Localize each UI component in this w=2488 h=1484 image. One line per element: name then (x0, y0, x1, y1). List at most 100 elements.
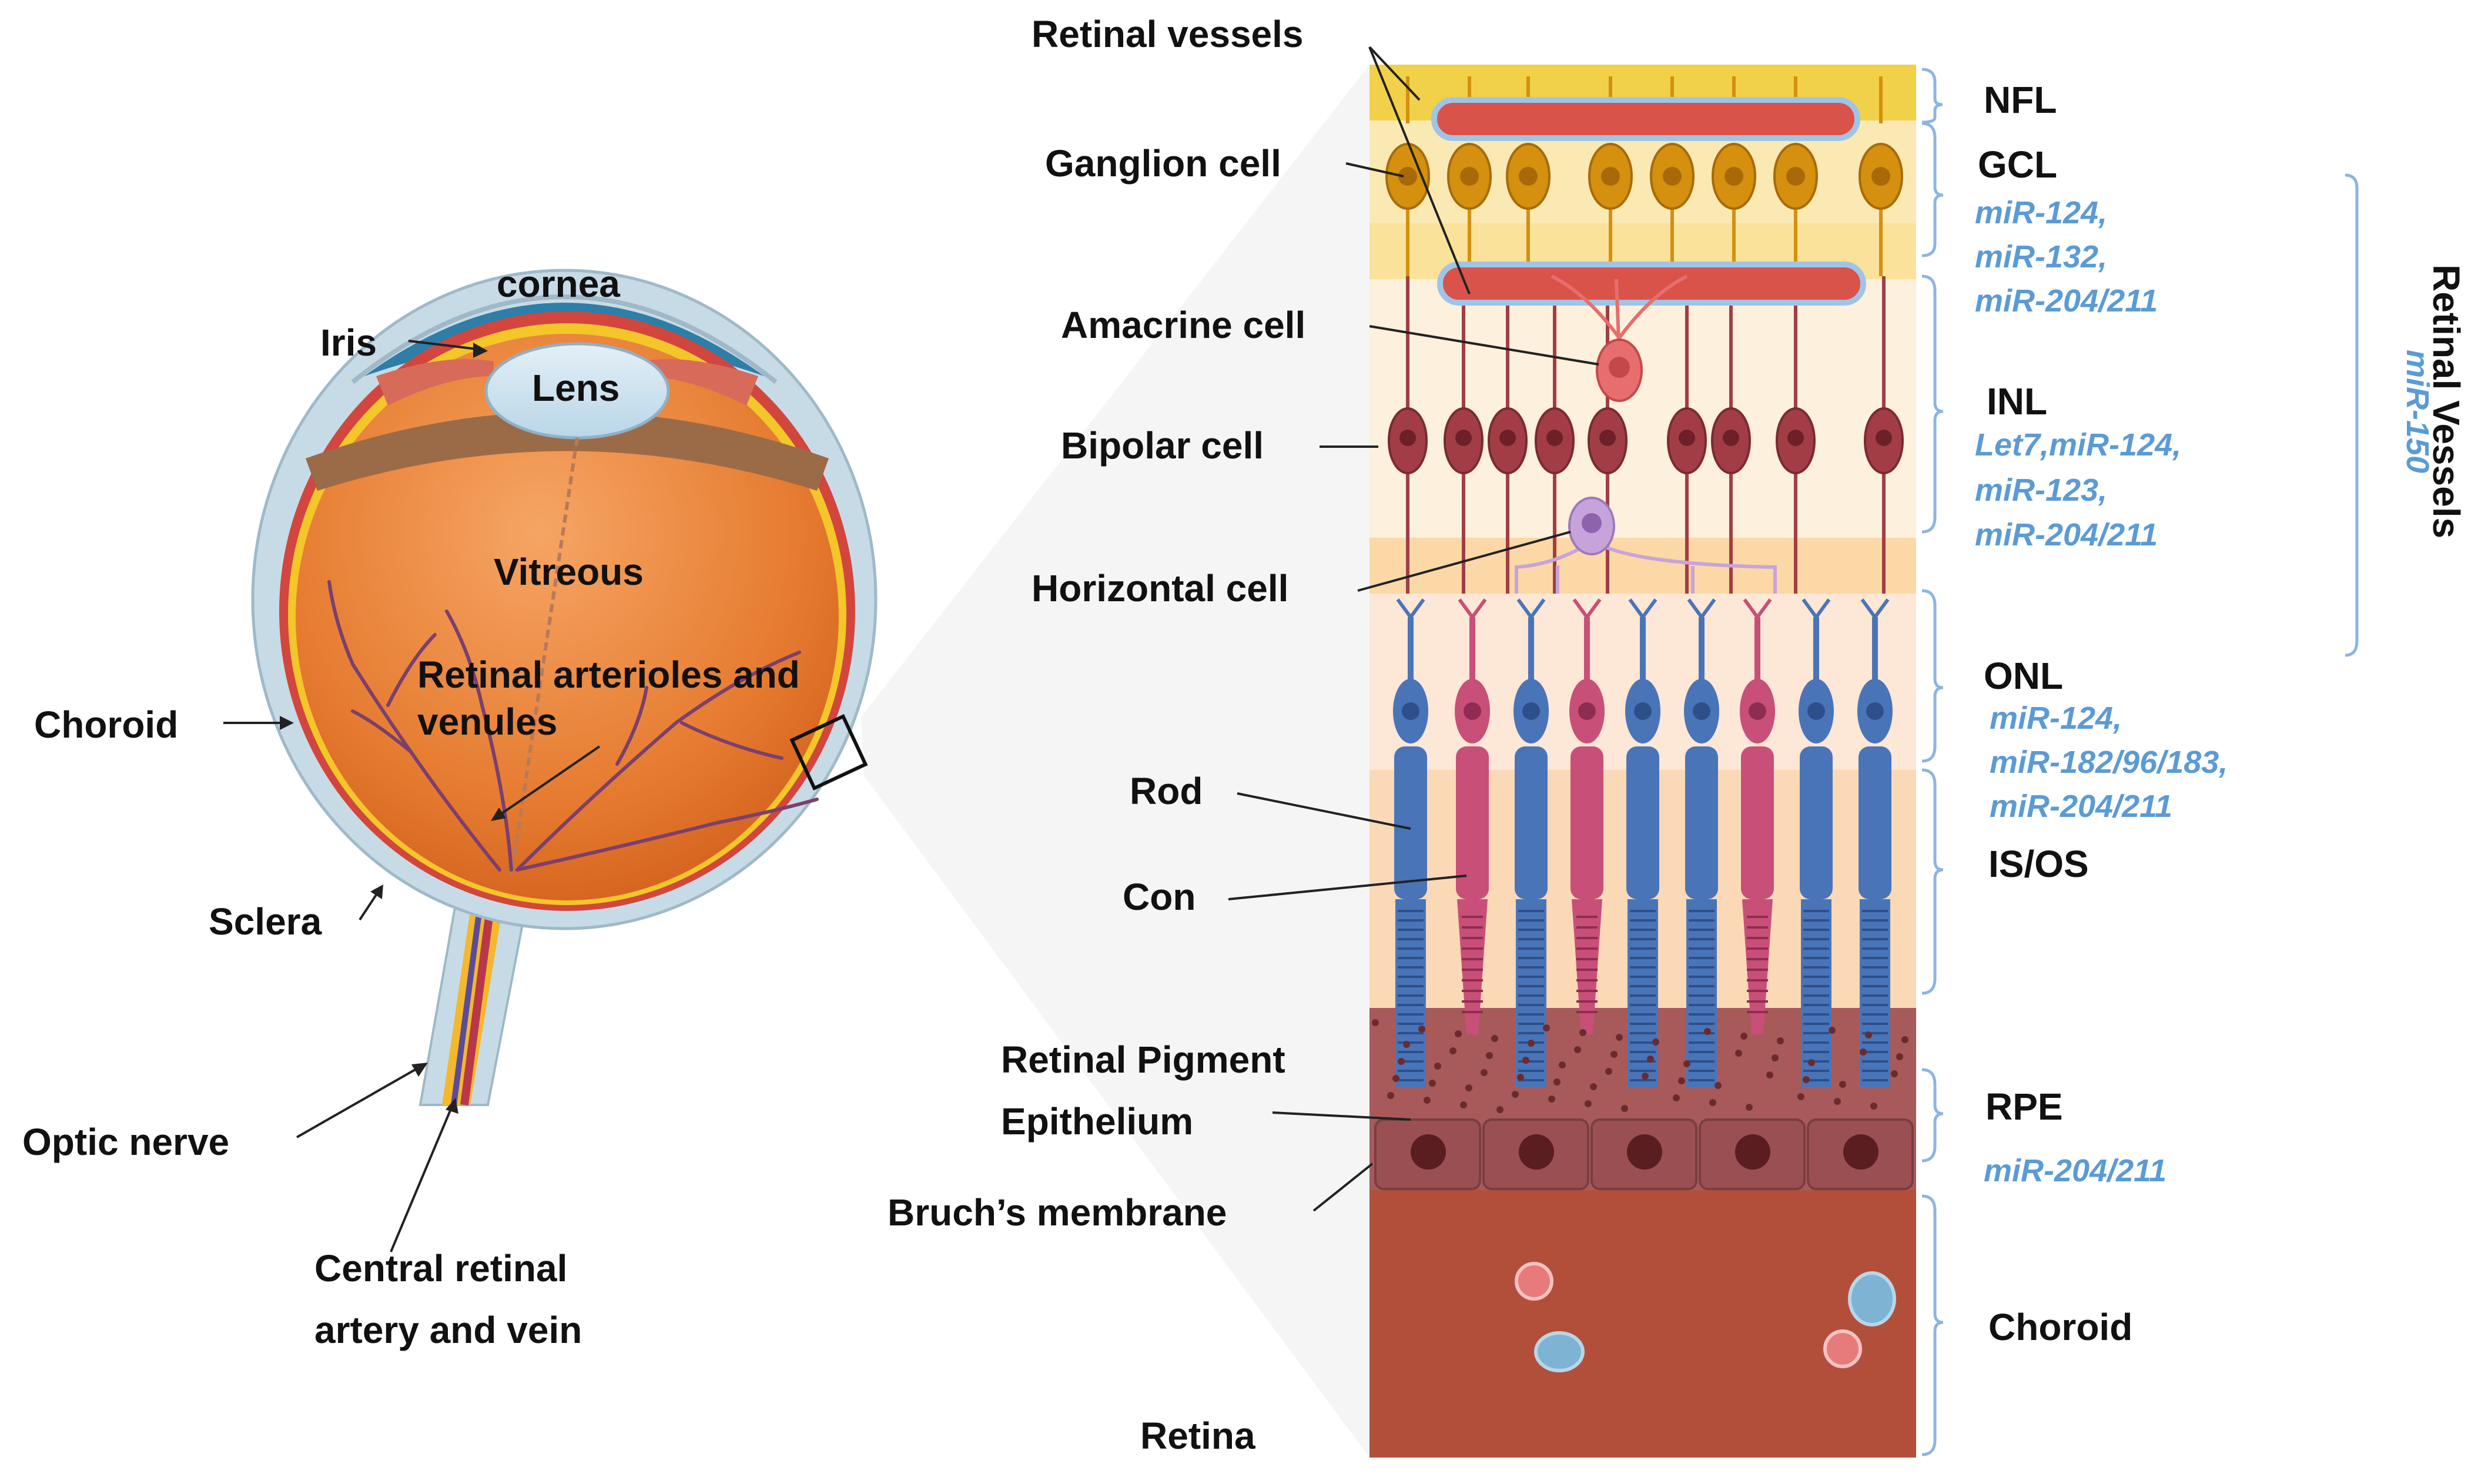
rod-nucleus (1866, 702, 1884, 720)
pigment-granule (1808, 1059, 1815, 1066)
pigment-granule (1610, 1051, 1618, 1058)
bipolar-nucleus (1599, 430, 1616, 446)
pigment-granule (1652, 1039, 1659, 1046)
mirna-inl-2: miR-123, (1975, 473, 2107, 508)
pigment-granule (1403, 1041, 1410, 1048)
layer-inl: INL (1987, 380, 2047, 423)
pigment-granule (1891, 1070, 1898, 1077)
layer-annotations: NFL GCL INL ONL IS/OS RPE Choroid miR-12… (1921, 68, 2467, 1456)
central-vein (451, 881, 486, 1106)
layer-gcl: GCL (1978, 143, 2057, 186)
rpe-nucleus (1627, 1134, 1662, 1170)
pigment-granule (1642, 1073, 1649, 1080)
zoom-selection-box (789, 713, 868, 791)
pigment-granule (1372, 1019, 1379, 1026)
ganglion-nucleus (1460, 167, 1479, 186)
pigment-granule (1481, 1069, 1488, 1076)
mirna-vessels: miR-150 (2400, 350, 2435, 473)
mirna-gcl-3: miR-204/211 (1975, 283, 2158, 319)
label-cornea: cornea (497, 263, 620, 305)
pigment-granule (1797, 1093, 1804, 1100)
pigment-granule (1424, 1097, 1431, 1104)
amacrine-cell (1551, 274, 1688, 402)
pigment-granule (1543, 1024, 1550, 1031)
pigment-granule (1865, 1031, 1872, 1039)
label-horizontal-cell: Horizontal cell (1032, 567, 1288, 609)
pigment-granule (1839, 1081, 1846, 1088)
pigment-granule (1605, 1068, 1612, 1075)
cell-pointers (1228, 46, 1599, 1212)
ganglion-nucleus (1663, 167, 1682, 186)
label-vitreous: Vitreous (494, 551, 644, 593)
label-retinal-vessels: Retinal vessels (1032, 13, 1304, 55)
pigment-granule (1512, 1091, 1519, 1098)
red-blood-cell (1823, 1329, 1862, 1368)
pigment-granule (1455, 1030, 1462, 1037)
label-retinal-arterioles-1: Retinal arterioles and (417, 654, 800, 696)
cone-inner-segment (1571, 746, 1603, 899)
bipolar-nucleus (1787, 430, 1804, 446)
retinal-cells (1372, 76, 1914, 1190)
mirna-inl-1: Let7,miR-124, (1975, 427, 2181, 463)
mirna-rpe-1: miR-204/211 (1984, 1153, 2166, 1188)
retina-cross-section (1369, 65, 1916, 1458)
pigment-granule (1429, 1080, 1436, 1087)
mirna-onl-2: miR-182/96/183, (1990, 745, 2228, 780)
pigment-granule (1392, 1075, 1399, 1082)
pigment-granule (1678, 1077, 1685, 1084)
opl-band (1369, 538, 1916, 594)
ciliary-body (306, 411, 829, 491)
layer-onl: ONL (1984, 655, 2063, 697)
label-lens: Lens (532, 367, 620, 409)
ganglion-nucleus (1601, 167, 1620, 186)
label-bipolar-cell: Bipolar cell (1061, 424, 1264, 467)
side-title-retinal-vessels: Retinal Vessels (2425, 264, 2467, 538)
pigment-granule (1548, 1096, 1555, 1103)
pigment-granule (1901, 1036, 1908, 1043)
eye-pointers (223, 340, 601, 1252)
rod-inner-segment (1685, 746, 1718, 899)
rod-nucleus (1693, 702, 1710, 720)
pigment-granule (1590, 1083, 1597, 1090)
pigment-granule (1772, 1054, 1779, 1061)
label-optic-nerve: Optic nerve (22, 1121, 229, 1163)
label-retina: Retina (1140, 1415, 1255, 1457)
rpe-nucleus (1735, 1134, 1770, 1170)
layer-nfl: NFL (1984, 79, 2057, 121)
label-ganglion-cell: Ganglion cell (1045, 142, 1281, 185)
pigment-granule (1449, 1047, 1456, 1054)
pigment-granule (1418, 1026, 1425, 1033)
rod-outer-segment (1686, 899, 1717, 1087)
pigment-granule (1574, 1046, 1581, 1053)
rpe-nucleus (1843, 1134, 1878, 1170)
layer-isos: IS/OS (1988, 843, 2089, 885)
pigment-granule (1647, 1056, 1654, 1063)
pigment-granule (1616, 1034, 1623, 1041)
pigment-granule (1673, 1094, 1680, 1101)
label-rod: Rod (1130, 770, 1203, 812)
pigment-granule (1715, 1082, 1722, 1089)
pigment-granule (1704, 1028, 1711, 1035)
cell-labels: Retinal vessels Ganglion cell Amacrine c… (888, 13, 1599, 1457)
bipolar-nucleus (1399, 430, 1416, 446)
pigment-granule (1860, 1048, 1867, 1056)
pigment-granule (1896, 1053, 1903, 1060)
retinal-vessel-tree (327, 580, 819, 872)
pigment-granule (1528, 1040, 1535, 1047)
rod-outer-segment (1860, 899, 1890, 1087)
pigment-granule (1486, 1052, 1493, 1059)
white-blood-cell (1848, 1271, 1896, 1326)
bipolar-nucleus (1723, 430, 1739, 446)
rpe-nucleus (1519, 1134, 1554, 1170)
label-choroid-eye: Choroid (34, 704, 178, 746)
pigment-granule (1870, 1103, 1877, 1110)
ganglion-nucleus (1786, 167, 1805, 186)
pigment-granule (1740, 1033, 1747, 1040)
rpe-nucleus (1411, 1134, 1446, 1170)
rod-inner-segment (1394, 746, 1427, 899)
label-rpe-2: Epithelium (1001, 1100, 1193, 1143)
label-cone: Con (1123, 876, 1196, 918)
cone-nucleus (1578, 702, 1596, 720)
label-bruchs-membrane: Bruch’s membrane (888, 1191, 1227, 1234)
